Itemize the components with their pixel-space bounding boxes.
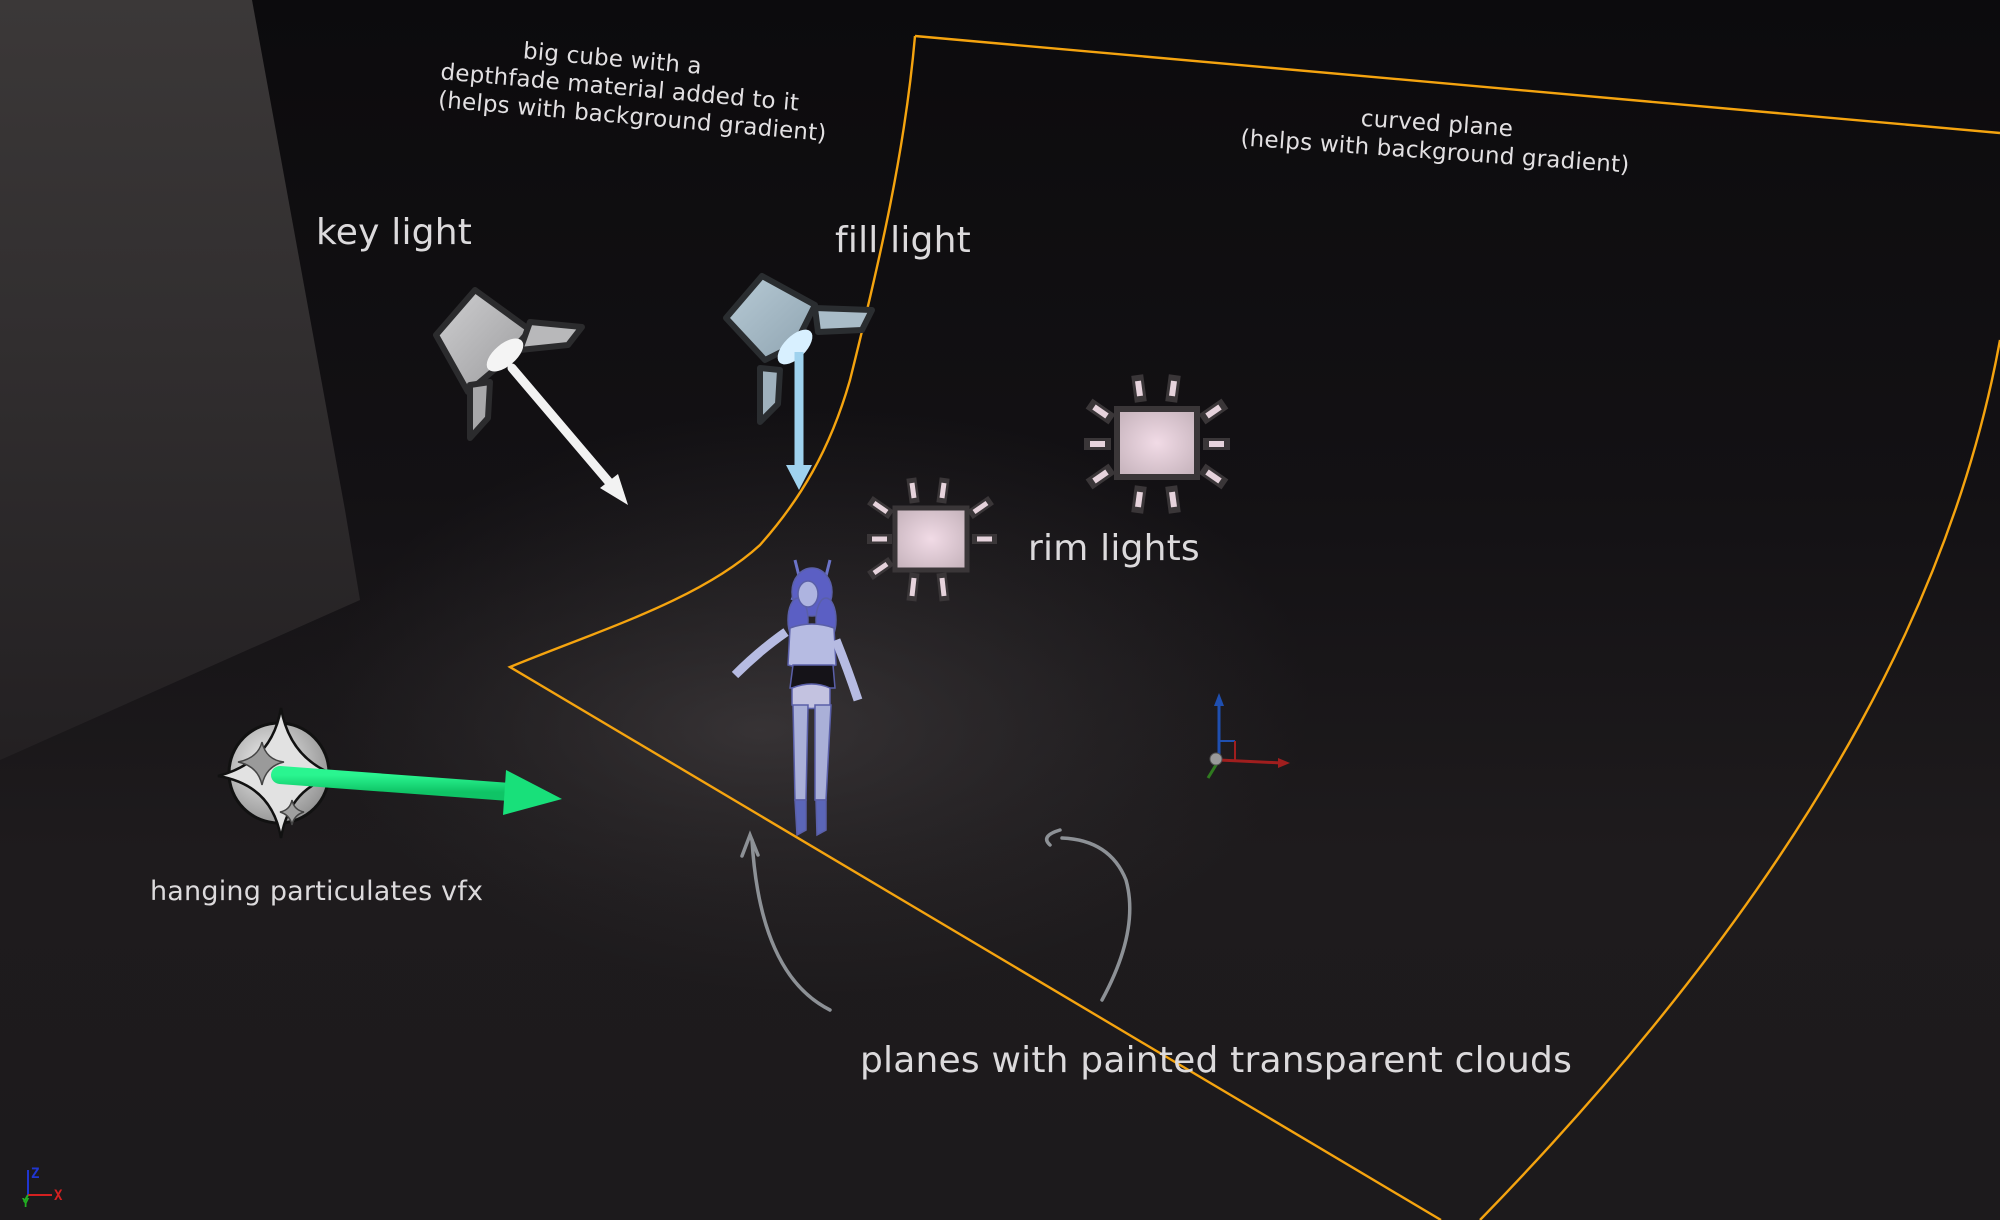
spotlight-icon (433, 287, 585, 441)
axis-y-label: Y (22, 1196, 30, 1210)
cloud-planes-label: planes with painted transparent clouds (860, 1040, 1573, 1081)
key-light-label: key light (316, 212, 473, 253)
rect-light-icon (867, 477, 997, 602)
axis-x-label: X (54, 1188, 63, 1204)
rim-lights-label: rim lights (1028, 528, 1200, 569)
particulates-label: hanging particulates vfx (150, 876, 484, 907)
axis-z-label: Z (31, 1166, 40, 1182)
xyz-gizmo-icon (1206, 693, 1290, 779)
fill-light-label: fill light (835, 220, 971, 261)
rect-light-icon (1084, 374, 1230, 514)
